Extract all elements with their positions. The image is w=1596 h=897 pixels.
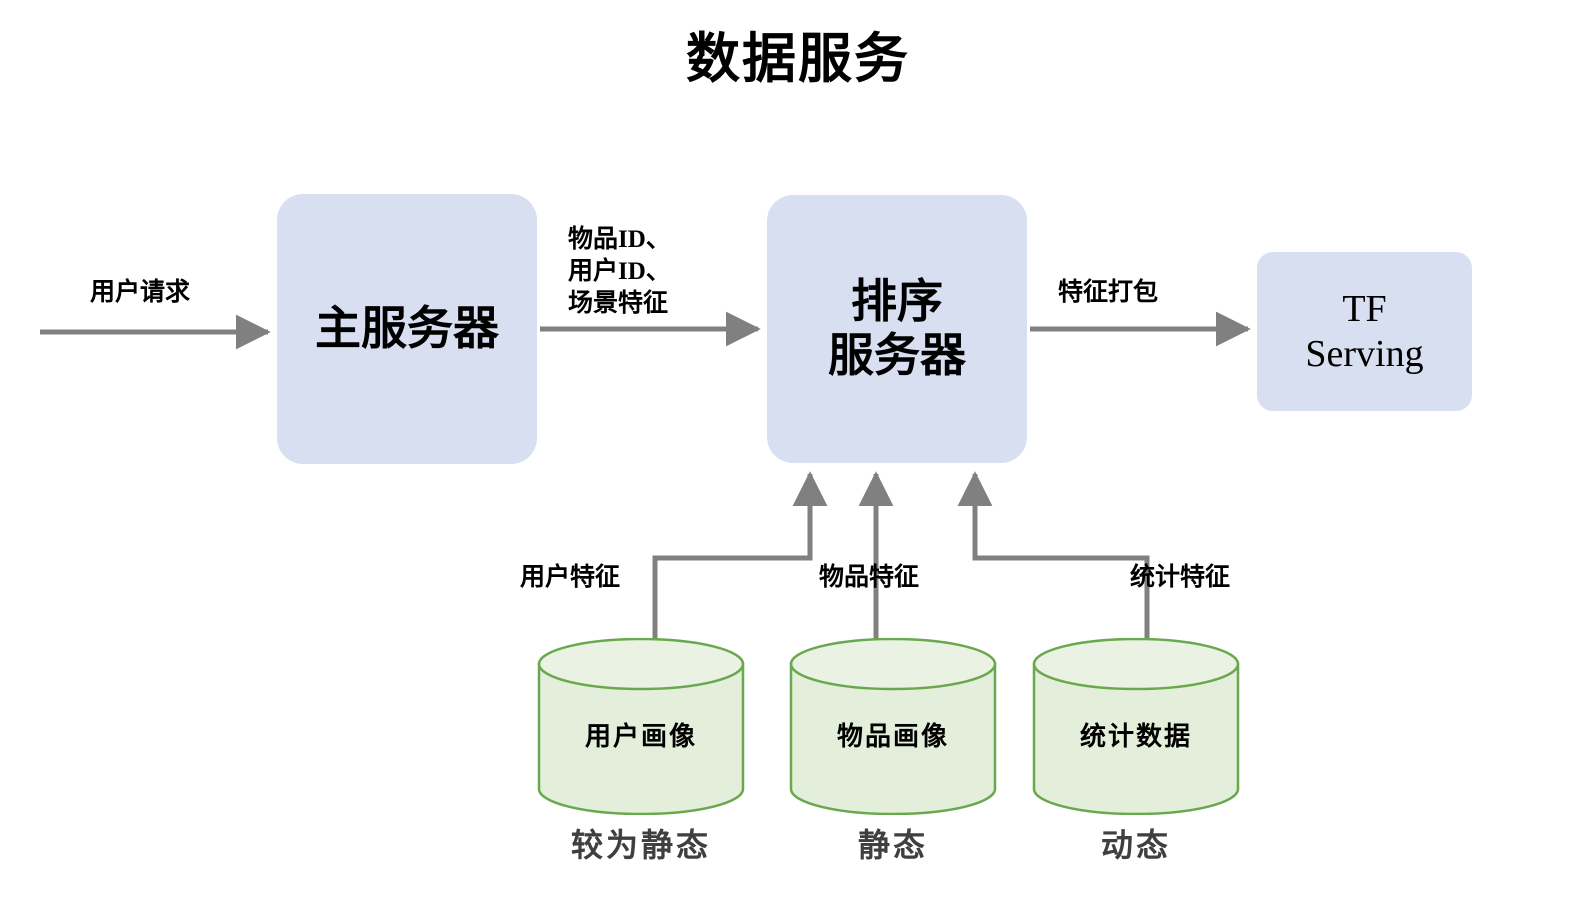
- database-label-item-profile: 物品画像: [836, 722, 949, 751]
- database-label-user-profile: 用户画像: [584, 722, 697, 751]
- node-tf-serving-label-line1: TF: [1342, 287, 1387, 330]
- arrow-stat-db-to-rank: [957, 471, 1150, 640]
- edge-label-stat-feature: 统计特征: [1130, 564, 1231, 591]
- edge-label-feature-package: 特征打包: [1058, 279, 1159, 306]
- node-rank-server-label-line2: 服务器: [828, 330, 966, 381]
- database-caption-user-profile: 较为静态: [570, 827, 711, 863]
- node-rank-server-label-line1: 排序: [851, 275, 943, 327]
- cylinder-icon: [1032, 638, 1240, 815]
- node-main-server-label: 主服务器: [315, 302, 499, 354]
- edge-label-request-payload: 物品ID、 用户ID、 场景特征: [568, 226, 671, 317]
- database-cylinder-item-profile[interactable]: 物品画像: [789, 638, 997, 815]
- edge-label-user-request: 用户请求: [90, 279, 191, 306]
- cylinder-icon: [537, 638, 745, 815]
- database-caption-statistics: 动态: [1100, 827, 1171, 863]
- page-title: 数据服务: [686, 29, 910, 89]
- database-caption-item-profile: 静态: [857, 827, 928, 863]
- database-cylinder-user-profile[interactable]: 用户画像: [537, 638, 745, 815]
- node-rank-server[interactable]: 排序 服务器: [767, 195, 1027, 463]
- arrow-user-db-to-rank: [652, 471, 828, 640]
- cylinder-icon: [789, 638, 997, 815]
- node-main-server[interactable]: 主服务器: [277, 194, 537, 464]
- node-tf-serving-label-line2: Serving: [1305, 332, 1424, 375]
- edge-label-user-feature: 用户特征: [520, 564, 621, 591]
- node-tf-serving[interactable]: TF Serving: [1257, 252, 1472, 411]
- edge-label-item-feature: 物品特征: [819, 564, 920, 591]
- database-cylinder-statistics[interactable]: 统计数据: [1032, 638, 1240, 815]
- database-label-statistics: 统计数据: [1079, 722, 1192, 751]
